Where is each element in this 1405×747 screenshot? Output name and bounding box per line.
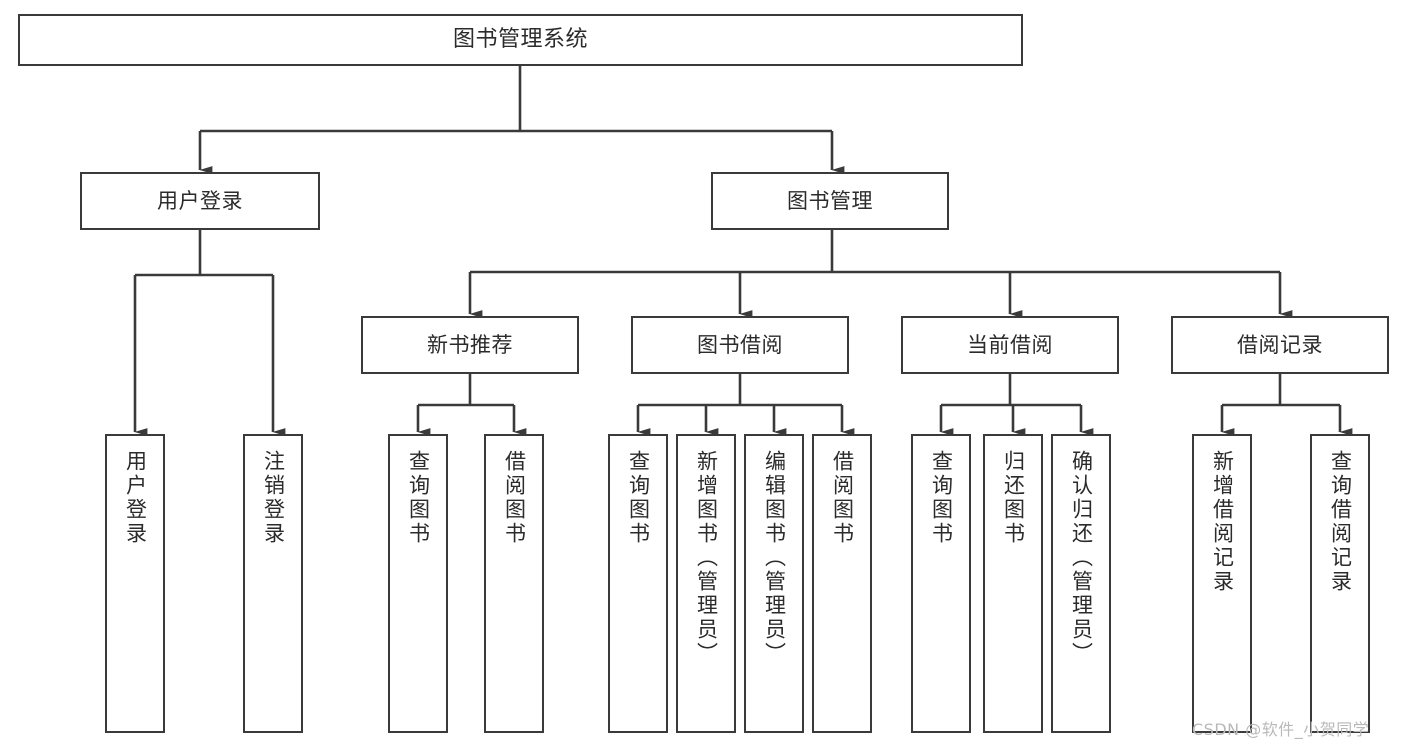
- leaf-borrow-book-1[interactable]: 借阅图书: [484, 434, 544, 733]
- node-root-label: 图书管理系统: [452, 27, 588, 53]
- node-current-borrow[interactable]: 当前借阅: [901, 316, 1119, 374]
- leaf-query-book-2[interactable]: 查询图书: [608, 434, 668, 733]
- node-borrow-record-label: 借阅记录: [1237, 332, 1323, 357]
- leaf-add-borrow-record[interactable]: 新增借阅记录: [1192, 434, 1252, 733]
- leaf-query-book-1-label: 查询图书: [406, 450, 431, 546]
- leaf-add-book-label: 新增图书（管理员）: [694, 450, 719, 666]
- leaf-add-book[interactable]: 新增图书（管理员）: [676, 434, 736, 733]
- node-user-login[interactable]: 用户登录: [80, 172, 320, 230]
- leaf-edit-book-label: 编辑图书（管理员）: [762, 450, 787, 666]
- node-book-management-label: 图书管理: [787, 188, 873, 213]
- node-new-book-recommend-label: 新书推荐: [427, 332, 513, 357]
- leaf-confirm-return[interactable]: 确认归还（管理员）: [1051, 434, 1111, 733]
- leaf-user-logout[interactable]: 注销登录: [243, 434, 303, 733]
- leaf-borrow-book-2[interactable]: 借阅图书: [812, 434, 872, 733]
- node-book-management[interactable]: 图书管理: [711, 172, 949, 230]
- leaf-query-book-3[interactable]: 查询图书: [911, 434, 971, 733]
- leaf-borrow-book-1-label: 借阅图书: [502, 450, 527, 546]
- node-borrow-record[interactable]: 借阅记录: [1171, 316, 1389, 374]
- node-book-borrow-label: 图书借阅: [697, 332, 783, 357]
- leaf-add-borrow-record-label: 新增借阅记录: [1210, 450, 1235, 594]
- leaf-borrow-book-2-label: 借阅图书: [830, 450, 855, 546]
- csdn-watermark: CSDN @软件_小贺同学: [1192, 720, 1370, 739]
- leaf-confirm-return-label: 确认归还（管理员）: [1069, 450, 1094, 666]
- leaf-query-borrow-record-label: 查询借阅记录: [1328, 450, 1353, 594]
- leaf-query-borrow-record[interactable]: 查询借阅记录: [1310, 434, 1370, 733]
- node-current-borrow-label: 当前借阅: [967, 332, 1053, 357]
- leaf-query-book-2-label: 查询图书: [626, 450, 651, 546]
- leaf-query-book-1[interactable]: 查询图书: [388, 434, 448, 733]
- node-user-login-label: 用户登录: [157, 188, 243, 213]
- node-book-borrow[interactable]: 图书借阅: [631, 316, 849, 374]
- leaf-return-book-label: 归还图书: [1001, 450, 1026, 546]
- leaf-user-logout-label: 注销登录: [261, 450, 286, 546]
- leaf-user-login-label: 用户登录: [123, 450, 148, 546]
- leaf-query-book-3-label: 查询图书: [929, 450, 954, 546]
- node-new-book-recommend[interactable]: 新书推荐: [361, 316, 579, 374]
- leaf-return-book[interactable]: 归还图书: [983, 434, 1043, 733]
- node-root[interactable]: 图书管理系统: [18, 14, 1023, 66]
- leaf-user-login[interactable]: 用户登录: [105, 434, 165, 733]
- leaf-edit-book[interactable]: 编辑图书（管理员）: [744, 434, 804, 733]
